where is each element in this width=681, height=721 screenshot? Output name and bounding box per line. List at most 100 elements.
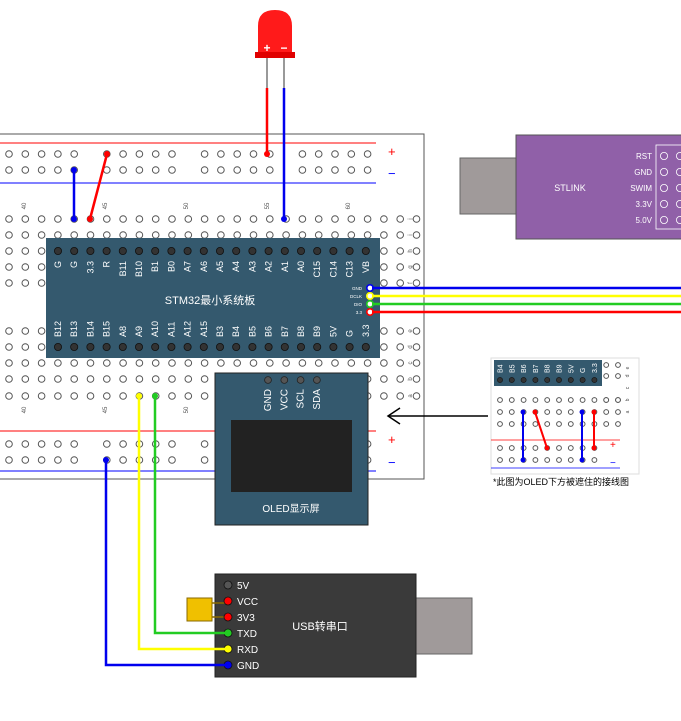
breadboard-hole [556,421,562,427]
stlink-pin-label: 3.3V [636,200,653,209]
breadboard-hole [5,247,13,255]
breadboard-hole [347,166,356,174]
breadboard-hole [615,397,621,403]
stlink-pin [660,167,669,176]
led-body [258,10,292,56]
usb-serial-pin-label: RXD [237,645,258,656]
breadboard-hole [200,359,209,367]
breadboard-hole [412,327,421,335]
breadboard-hole [86,231,95,239]
stm32-bottom-pin-label: A10 [150,321,160,337]
usb-serial-pin-label: 3V3 [237,613,255,624]
breadboard-hole [249,359,258,367]
stm32-bottom-pin [329,342,338,351]
inset-pin-label: B4 [498,364,505,373]
oled-pin [296,376,305,384]
rxd-serial-wire [137,396,228,651]
breadboard-hole [544,397,551,403]
breadboard-hole [86,359,95,367]
stm32-top-pin-label: B0 [166,261,176,272]
inset-pin [579,377,586,383]
jumper-cap [186,597,213,622]
breadboard-hole [233,150,241,158]
stm32-top-pin [102,246,111,255]
stm32-top-pin-label: B11 [118,261,128,276]
breadboard-hole [314,359,323,367]
breadboard-hole [135,359,144,367]
stm32-bottom-pin [296,342,305,351]
breadboard-hole [396,231,405,239]
column-number: 40 [22,406,28,413]
usb-serial-plug [415,597,473,655]
stm32-top-pin [167,246,176,255]
breadboard-hole [380,279,388,287]
breadboard-hole [249,231,258,239]
breadboard-hole [380,263,388,271]
stm32-top-pin-label: A3 [247,261,257,272]
inset-row-letter: e [625,366,631,369]
breadboard-hole [508,397,515,403]
stm32-bottom-pin [199,342,208,351]
row-letter: b [408,377,414,381]
breadboard-hole [54,392,62,400]
stm32-top-pin-label: A1 [280,261,290,272]
breadboard-hole [103,392,111,400]
rail-minus-bottom: − [388,455,396,470]
breadboard-hole [266,215,274,223]
stm32-bottom-pin-label: B8 [296,326,306,337]
breadboard-hole [200,150,209,158]
breadboard-hole [497,457,503,463]
breadboard-hole [37,279,46,287]
breadboard-hole [532,421,539,427]
breadboard-hole [412,392,421,400]
led: + − [255,10,295,88]
oled-pin-label: SCL [296,389,307,409]
oled-pin [313,376,321,384]
breadboard-hole [396,247,405,255]
breadboard-hole [591,397,598,403]
stm32-top-pin-label: C13 [345,261,355,278]
stm32-top-pin [70,246,79,255]
stm32-bottom-pin-label: B3 [215,326,225,337]
breadboard-hole [556,397,562,403]
stm32-bottom-pin [248,342,257,351]
stlink-pin [660,215,669,224]
oled-label: OLED显示屏 [262,503,319,515]
inset-pin [532,377,539,383]
stlink-pin-label: SWIM [630,184,652,193]
stm32-bottom-pin-label: A15 [199,321,209,337]
column-number: 50 [184,406,190,413]
column-number: 40 [22,202,28,209]
inset-pin-label: 3.3 [592,363,599,373]
breadboard-hole [119,231,127,239]
breadboard-hole [70,359,78,367]
breadboard-hole [567,409,574,415]
breadboard-hole [168,359,176,367]
breadboard-hole [603,397,610,403]
stlink-pin-label: 5.0V [636,216,653,225]
breadboard-hole [314,166,323,174]
breadboard-hole [168,215,176,223]
breadboard-hole [233,215,241,223]
breadboard-hole [86,375,95,383]
breadboard-hole [396,375,405,383]
stlink-pin [676,200,681,208]
breadboard-hole [119,150,127,158]
stm32-top-pin [215,246,224,255]
breadboard-hole [347,215,356,223]
breadboard-hole [21,231,30,239]
breadboard-hole [37,247,46,255]
inset-pin [520,377,527,383]
breadboard-hole [380,392,388,400]
breadboard-hole [314,150,323,158]
breadboard-hole [380,343,388,351]
breadboard-hole [184,392,193,400]
breadboard-hole [135,231,144,239]
breadboard-hole [298,359,307,367]
breadboard-hole [380,359,388,367]
stm32-top-pin-label: 3.3 [85,261,95,274]
serial-wires [103,393,228,667]
